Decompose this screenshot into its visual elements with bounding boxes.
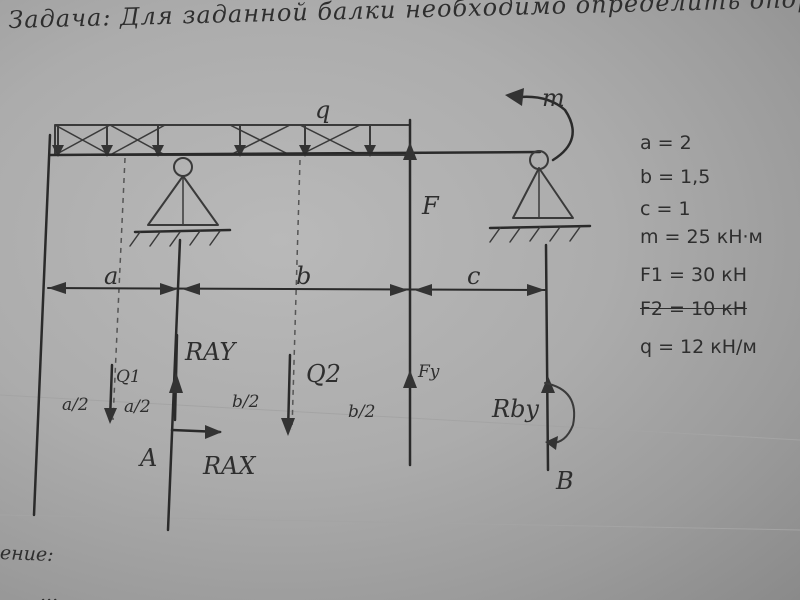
extension-lines [32, 133, 550, 532]
label-point-a: A [140, 444, 158, 472]
param-b: b = 1,5 [640, 166, 711, 188]
reaction-rby [541, 376, 576, 450]
label-ray: RAY [185, 338, 236, 366]
label-a-half-right: a/2 [124, 397, 151, 417]
label-q1: Q1 [116, 367, 141, 387]
param-q: q = 12 кН/м [640, 336, 757, 358]
param-a: a = 2 [640, 132, 692, 154]
support-a [129, 157, 232, 247]
dimension-line [47, 282, 546, 296]
support-b [488, 150, 592, 243]
label-a-half-left: a/2 [62, 395, 89, 415]
label-q: q [315, 96, 331, 124]
reaction-ray [169, 333, 183, 422]
label-a: a [104, 262, 119, 290]
label-m: m [542, 84, 565, 112]
reaction-rax [170, 425, 222, 439]
load-q2 [281, 353, 295, 436]
label-q2: Q2 [306, 360, 341, 388]
label-rby: Rby [492, 395, 539, 423]
label-b-half-right: b/2 [348, 402, 376, 422]
param-f2: F2 = 10 кН [640, 298, 747, 320]
label-fy: Fy [418, 362, 440, 382]
solution-formula: ... [40, 584, 59, 600]
label-b-half-left: b/2 [232, 392, 260, 412]
param-m: m = 25 кН·м [640, 226, 763, 248]
label-f: F [422, 192, 439, 220]
label-b: b [296, 262, 312, 290]
label-point-b: B [556, 467, 574, 495]
label-rax: RAX [203, 452, 256, 480]
force-f [403, 118, 417, 467]
label-c: c [467, 262, 481, 290]
param-f1: F1 = 30 кН [640, 264, 747, 286]
beam [48, 150, 542, 157]
solution-heading: ение: [0, 542, 55, 566]
distributed-load [52, 124, 411, 157]
load-q1 [104, 363, 117, 424]
param-c: c = 1 [640, 198, 691, 220]
paper-lines [0, 394, 800, 531]
moment-arrow [505, 88, 574, 162]
